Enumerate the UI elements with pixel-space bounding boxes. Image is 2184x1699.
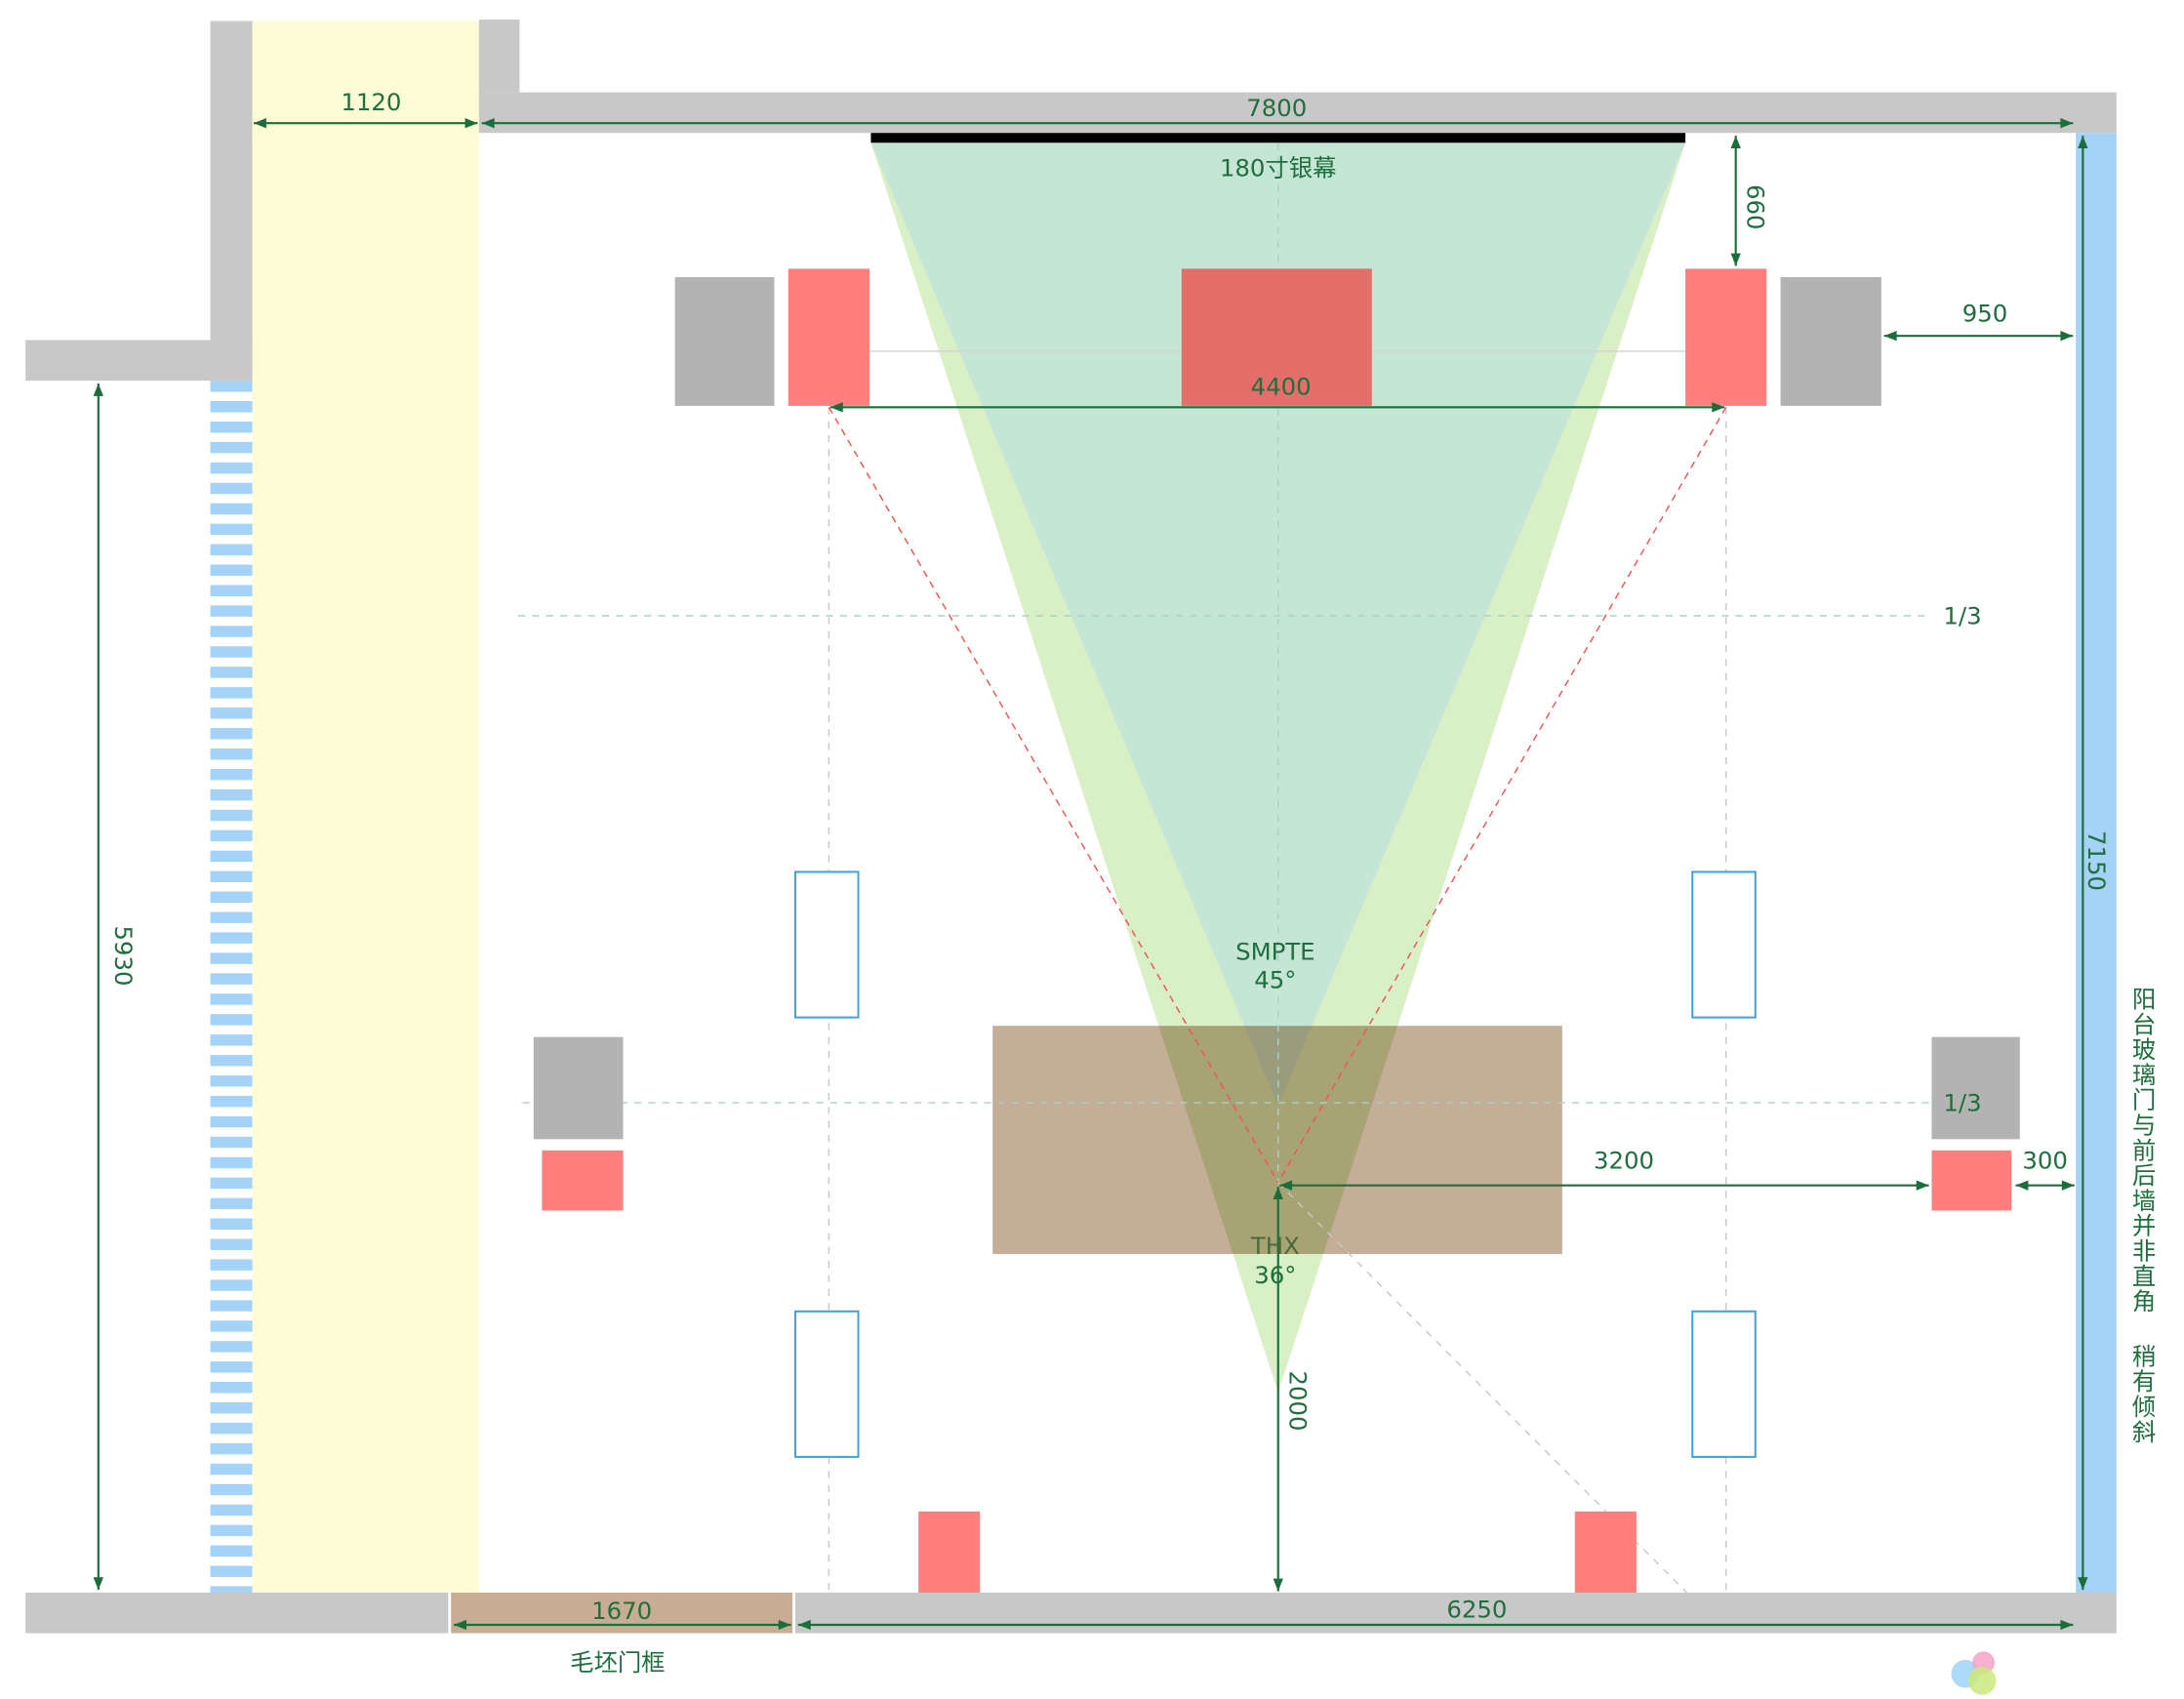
smpte-angle-label: 45° — [1254, 965, 1296, 993]
front-left-block — [674, 276, 775, 406]
center-speaker — [1181, 268, 1372, 406]
glass-wall-label: 7150 — [2083, 830, 2111, 891]
side-speaker-to-glass-label: 300 — [2022, 1146, 2067, 1174]
side-right-block — [1931, 1036, 2020, 1140]
projection-screen — [870, 133, 1686, 143]
seat-to-side-speaker-label: 3200 — [1594, 1146, 1654, 1174]
thx-angle-label: 36° — [1254, 1261, 1296, 1289]
ceiling-front-left-speaker — [793, 870, 860, 1019]
front-right-speaker — [1685, 268, 1767, 406]
screen-label: 180寸银幕 — [1220, 154, 1337, 182]
door-frame-note: 毛坯门框 — [570, 1648, 665, 1677]
ceiling-rear-right-speaker — [1691, 1310, 1757, 1458]
side-left-block — [533, 1036, 624, 1140]
side-right-speaker — [1931, 1150, 2012, 1211]
ceiling-front-right-speaker — [1691, 870, 1757, 1019]
ceiling-rear-left-speaker — [793, 1310, 860, 1458]
corridor-width-label: 1120 — [341, 88, 401, 116]
side-left-speaker — [542, 1150, 624, 1211]
rear-wall-label: 6250 — [1446, 1596, 1507, 1624]
front-third-label: 1/3 — [1943, 602, 1981, 630]
front-wall-label: 7800 — [1246, 94, 1307, 122]
top-wall-stub — [478, 20, 520, 93]
rear-right-speaker — [1574, 1511, 1637, 1594]
left-listening-angle-line — [828, 406, 1279, 1184]
left-horizontal-wall — [25, 340, 253, 382]
left-vertical-wall — [210, 20, 253, 382]
smpte-label: SMPTE — [1235, 938, 1314, 966]
glass-door-note: 阳台玻璃门与前后墙并非直角 稍有倾斜 — [2129, 987, 2158, 1444]
rear-third-label: 1/3 — [1943, 1089, 1981, 1117]
front-right-block — [1780, 276, 1881, 406]
right-listening-angle-line — [1277, 406, 1727, 1184]
thx-label: THX — [1250, 1232, 1300, 1260]
front-speaker-spacing-label: 4400 — [1251, 372, 1312, 400]
seat-to-rear-wall-label: 2000 — [1283, 1371, 1312, 1432]
logo-circle-green — [1967, 1667, 1997, 1695]
corridor — [252, 20, 479, 1594]
left-wall-label: 5930 — [109, 925, 138, 986]
door-frame-width-label: 1670 — [591, 1597, 652, 1625]
rear-left-speaker — [918, 1511, 981, 1594]
rear-wall-left — [25, 1593, 449, 1634]
speaker-to-glass-label: 950 — [1962, 300, 2007, 328]
watermark-logo — [1951, 1651, 1997, 1695]
screen-to-speaker-label: 660 — [1741, 184, 1769, 229]
front-left-speaker — [788, 268, 870, 406]
left-window — [210, 381, 253, 1594]
